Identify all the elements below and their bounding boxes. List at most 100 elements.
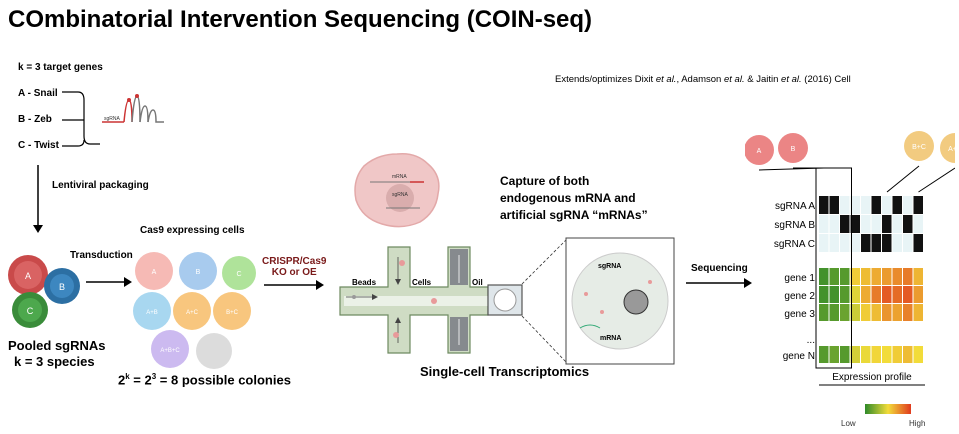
expression-cell <box>840 304 850 321</box>
sgrna-row-label: sgRNA B <box>774 220 815 231</box>
pooled-species-label: k = 3 species <box>14 354 95 369</box>
lentiviral-label: Lentiviral packaging <box>52 180 149 191</box>
crispr-arrow <box>264 280 324 290</box>
expression-cell <box>850 304 860 321</box>
possible-colonies-label: 2k = 23 = 8 possible colonies <box>118 372 291 387</box>
sgrna-row-label: sgRNA C <box>774 239 815 250</box>
cell-sgrna-label: sgRNA <box>392 192 409 198</box>
gene-row-label: gene 3 <box>784 309 815 320</box>
expression-cell <box>913 268 923 285</box>
sgrna-cell <box>840 234 850 252</box>
gene-c-label: C - Twist <box>18 140 59 151</box>
output-cell-icon <box>778 133 808 163</box>
colony-bc <box>213 292 251 330</box>
capture-line-1: Capture of both <box>500 174 590 188</box>
sgrna-cell <box>840 196 850 214</box>
expression-cell <box>882 286 892 303</box>
colony-c-label: C <box>236 271 241 278</box>
droplet-zoom: sgRNA mRNA <box>521 237 675 365</box>
expression-cell <box>861 286 871 303</box>
expression-cell <box>882 346 892 363</box>
expression-cell <box>903 268 913 285</box>
output-cell-label: B <box>791 146 796 153</box>
sgrna-cell <box>871 215 881 233</box>
virus-a-label: A <box>25 271 31 281</box>
citation-etal-1: et al. <box>655 74 677 85</box>
sgrna-cell <box>861 215 871 233</box>
expression-cell <box>913 346 923 363</box>
sgrna-cell <box>892 196 902 214</box>
expression-cell <box>871 286 881 303</box>
transduction-arrow <box>86 277 132 287</box>
gene-brace <box>62 91 100 145</box>
sgrna-cell <box>850 215 860 233</box>
gene-row-label: gene 2 <box>784 291 815 302</box>
droplet-mrna-label: mRNA <box>600 335 621 342</box>
colony-c <box>222 256 256 290</box>
sgrna-cell <box>829 196 839 214</box>
expression-cell <box>882 268 892 285</box>
expression-cell <box>840 346 850 363</box>
page-title: COmbinatorial Intervention Sequencing (C… <box>8 6 593 33</box>
colonies-text: = 8 possible colonies <box>156 372 291 388</box>
citation-mid-1: , Adamson <box>676 74 724 85</box>
virus-c-label: C <box>27 306 34 316</box>
expression-cell <box>882 304 892 321</box>
expression-profile-label: Expression profile <box>832 372 912 383</box>
cas9-colonies: A B C A+B A+C B+C A+B+C <box>133 252 256 369</box>
colony-b-label: B <box>196 269 201 276</box>
expression-cell <box>903 346 913 363</box>
sgrna-cell <box>913 196 923 214</box>
capture-description: Capture of both endogenous mRNA and arti… <box>500 173 648 224</box>
colony-wt <box>196 333 232 369</box>
color-legend <box>865 404 911 414</box>
gene-row-label: gene N <box>783 351 815 362</box>
oil-label: Oil <box>472 278 483 287</box>
expression-cell <box>861 268 871 285</box>
sgrna-cell <box>840 215 850 233</box>
expression-cell <box>840 286 850 303</box>
sgrna-structure-icon: sgRNA <box>62 91 164 147</box>
gene-row-label: gene 1 <box>784 273 815 284</box>
sgrna-cell <box>882 215 892 233</box>
expression-cell <box>871 304 881 321</box>
expression-cell <box>819 304 829 321</box>
capture-line-2: endogenous mRNA and <box>500 191 636 205</box>
colony-ac <box>173 292 211 330</box>
expression-cell <box>829 268 839 285</box>
transduction-label: Transduction <box>70 250 133 261</box>
colonies-exp-k: k <box>125 372 130 381</box>
expression-cell <box>850 346 860 363</box>
output-cell-label: A+C <box>948 146 955 153</box>
sgrna-cell <box>882 196 892 214</box>
sgrna-cell <box>882 234 892 252</box>
expression-cell <box>892 304 902 321</box>
colony-abc-label: A+B+C <box>160 348 180 354</box>
output-cell-label: B+C <box>912 144 926 151</box>
beads-label: Beads <box>352 278 377 287</box>
virus-pool: A B C <box>8 255 80 328</box>
lentiviral-arrow <box>33 165 43 233</box>
output-cell-label: A <box>757 148 762 155</box>
legend-low-label: Low <box>841 419 856 428</box>
citation-etal-3: et al. <box>781 74 802 85</box>
sgrna-cell <box>850 234 860 252</box>
sgrna-cell <box>819 234 829 252</box>
expression-cell <box>840 268 850 285</box>
droplet-sgrna-label: sgRNA <box>598 263 621 270</box>
sgrna-cell <box>829 234 839 252</box>
expression-cell <box>871 268 881 285</box>
colony-bc-label: B+C <box>226 310 239 316</box>
expression-cell <box>892 286 902 303</box>
sgrna-cell <box>903 215 913 233</box>
gene-row-label: ... <box>807 335 815 346</box>
output-cell-icon <box>745 135 774 165</box>
colonies-exp-3: 3 <box>151 372 157 381</box>
expression-cell <box>850 268 860 285</box>
sgrna-cell <box>871 234 881 252</box>
sequencing-arrow <box>686 278 752 288</box>
expression-cell <box>829 286 839 303</box>
expression-cell <box>819 346 829 363</box>
colony-a <box>135 252 173 290</box>
